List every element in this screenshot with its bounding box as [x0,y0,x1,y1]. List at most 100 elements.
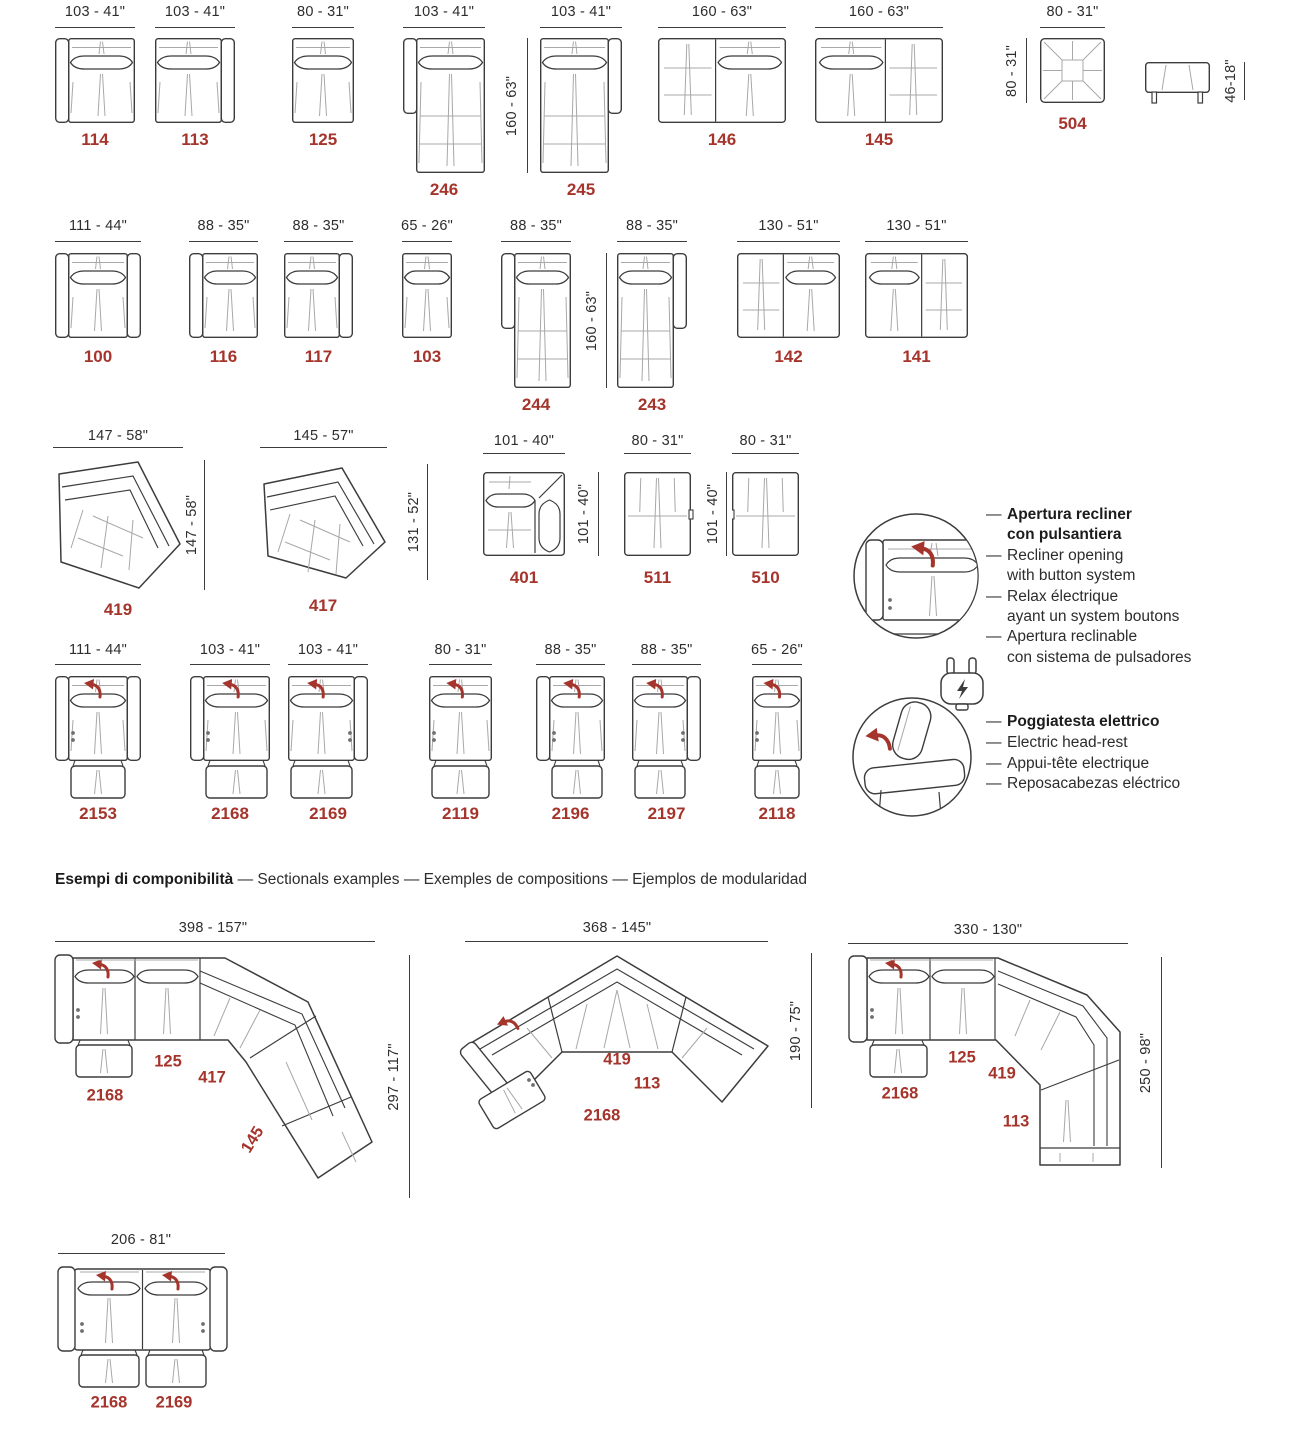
sofa-drawing-2153 [55,676,141,799]
sofa-drawing-510 [732,472,799,556]
sectional-3-module-label-419: 419 [988,1064,1016,1083]
legend-headrest-dash-0: — [986,713,1002,730]
width-dimension-100: 111 - 44" [68,218,128,234]
legend-recliner-line-0-0: Apertura recliner [1007,506,1132,523]
width-dimension-2118: 65 - 26" [751,642,803,658]
sofa-drawing-113 [155,38,235,123]
module-number-401: 401 [509,568,539,587]
legend-headrest-illustration [852,697,972,817]
width-dimension-line-103 [402,241,452,243]
recliner-arrow-icon [911,541,935,568]
sectional-3-module-label-2168: 2168 [881,1084,919,1103]
recliner-arrow-icon [763,679,782,699]
height-dimension-line-417 [427,464,429,580]
module-number-125: 125 [308,130,338,149]
electric-plug-icon [940,657,984,711]
width-dimension-401: 101 - 40" [493,433,555,449]
height-dimension-504: 80 - 31" [1004,44,1020,97]
sofa-drawing-417 [263,467,386,579]
sofa-drawing-2196 [536,676,605,799]
sectional-3-height-dimension: 250 - 98" [1138,1032,1154,1093]
module-number-116: 116 [209,347,238,366]
width-dimension-419: 147 - 58" [87,428,149,444]
height-dimension-line-419 [204,460,206,590]
width-dimension-line-245 [540,27,622,29]
height-dimension-243: 160 - 63" [584,290,600,351]
height-dimension-line-504 [1026,38,1028,103]
sofa-drawing-117 [284,253,353,338]
sofa-drawing-125 [292,38,354,123]
recliner-arrow-icon [307,679,325,699]
width-dimension-line-145 [815,27,943,29]
module-number-100: 100 [83,347,113,366]
width-dimension-line-114 [55,27,135,29]
width-dimension-244: 88 - 35" [510,218,562,234]
sofa-drawing-2119 [429,676,492,799]
legend-recliner-line-1-1: with button system [1007,567,1136,585]
sofa-drawing-146 [658,38,786,123]
legend-headrest-line-1-0: Electric head-rest [1007,733,1128,751]
width-dimension-146: 160 - 63" [691,4,753,20]
recliner-arrow-icon [162,1271,180,1291]
sectional-example-4 [57,1266,228,1388]
heading-rest: — Sectionals examples — Exemples de comp… [233,871,808,888]
sectional-example-1 [54,954,373,1179]
width-dimension-141: 130 - 51" [886,218,947,234]
legend-recliner-dash-3: — [986,628,1002,646]
width-dimension-116: 88 - 35" [197,218,250,234]
recliner-arrow-icon [885,959,903,979]
width-dimension-line-146 [658,27,786,29]
height-dimension-417: 131 - 52" [406,491,422,553]
recliner-arrow-icon [92,959,110,979]
sectional-3-module-label-125: 125 [948,1048,976,1067]
sectional-1-width-line [55,941,375,943]
width-dimension-125: 80 - 31" [297,4,349,20]
heading-bold: Esempi di componibilità [55,871,234,888]
sectional-4-width-dimension: 206 - 81" [110,1232,172,1248]
width-dimension-line-2197 [632,664,701,666]
legend-recliner-dash-0: — [986,506,1002,523]
recliner-arrow-icon [563,679,581,699]
legend-recliner-illustration [853,513,979,639]
legend-headrest-line-2-0: Appui-tête electrique [1007,754,1150,772]
width-dimension-113: 103 - 41" [164,4,226,20]
width-dimension-line-100 [55,241,141,243]
module-number-246: 246 [429,180,459,199]
sectional-2-module-label-419: 419 [603,1050,631,1069]
module-number-2196: 2196 [551,804,590,823]
sofa-drawing-141 [865,253,968,338]
width-dimension-511: 80 - 31" [631,433,684,449]
sectional-1-width-dimension: 398 - 157" [178,920,248,936]
width-dimension-504: 80 - 31" [1046,4,1099,20]
recliner-arrow-icon [646,679,664,699]
width-dimension-2168: 103 - 41" [199,642,261,658]
recliner-arrow-icon [84,679,102,699]
width-dimension-line-2169 [288,664,368,666]
module-number-2118: 2118 [758,804,796,823]
sofa-drawing-419 [58,461,181,589]
legend-recliner-dash-1: — [986,546,1002,564]
height-dimension-419: 147 - 58" [184,494,200,556]
sectional-3-width-line [848,943,1128,945]
sectional-2-height-dimension: 190 - 75" [788,1000,804,1061]
sofa-drawing-142 [737,253,840,338]
sectional-example-2 [459,955,769,1130]
sofa-drawing-bench [1145,62,1210,104]
height-dimension-245: 160 - 63" [504,75,520,136]
legend-recliner-line-2-1: ayant un system boutons [1007,608,1180,625]
height-dimension-401: 101 - 40" [576,483,592,545]
sectionals-heading: Esempi di componibilità — Sectionals exa… [55,871,807,889]
sofa-drawing-245 [540,38,622,173]
height-dimension-line-243 [606,253,608,388]
sectional-2-width-dimension: 368 - 145" [582,920,652,936]
width-dimension-line-504 [1040,27,1105,29]
legend-headrest-dash-3: — [986,775,1002,793]
sectional-2-module-label-113: 113 [633,1074,661,1093]
sectional-3-module-label-113: 113 [1002,1112,1030,1131]
module-number-145: 145 [864,130,894,149]
width-dimension-117: 88 - 35" [292,218,345,234]
sectional-1-module-label-2168: 2168 [86,1086,124,1105]
module-number-510: 510 [751,568,780,587]
sectional-2-width-line [465,941,768,943]
